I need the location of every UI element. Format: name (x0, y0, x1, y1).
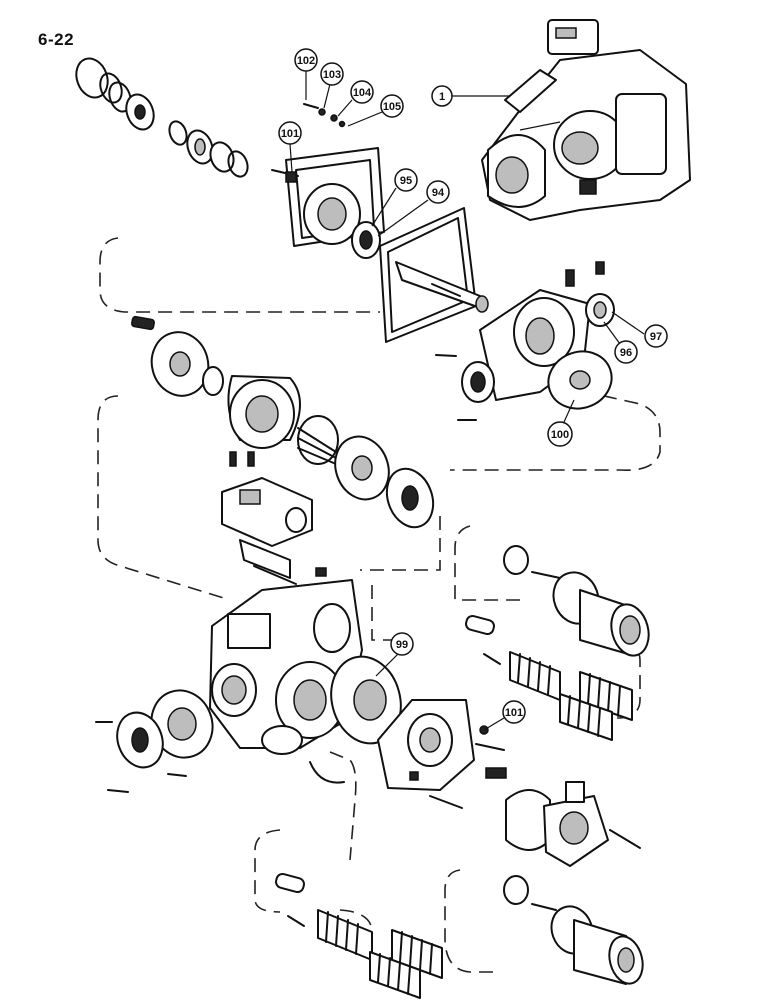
page-number-label: 6-22 (38, 30, 75, 49)
swashplate-housing (435, 261, 615, 421)
callout-104-label: 104 (353, 87, 372, 99)
callout-100-label: 100 (551, 429, 569, 441)
cover-plate-group (271, 103, 385, 259)
callout-105-label: 105 (383, 101, 401, 113)
callout-105: 105 (347, 94, 404, 127)
callout-103-label: 103 (323, 69, 341, 81)
callout-97-label: 97 (650, 331, 662, 343)
control-valve-block (221, 451, 327, 585)
callout-101-top: 101 (278, 121, 302, 173)
callout-99: 99 (375, 632, 414, 677)
pump-assembly (481, 19, 691, 221)
servo-piston-upper (503, 545, 650, 657)
relief-valve-assembly (485, 767, 641, 867)
spring-set-upper (465, 614, 633, 741)
callout-96-label: 96 (620, 347, 632, 359)
callout-103: 103 (320, 62, 344, 109)
rotating-group (131, 315, 435, 529)
servo-piston-lower (503, 875, 644, 985)
end-flange (95, 689, 345, 793)
callout-99-label: 99 (396, 639, 408, 651)
callout-97: 97 (611, 311, 668, 348)
callout-102-label: 102 (297, 55, 315, 67)
charge-pump-body (377, 699, 505, 809)
callout-101-right-label: 101 (505, 707, 523, 719)
callout-101-right: 101 (483, 700, 526, 731)
callout-94: 94 (377, 180, 450, 237)
callout-96: 96 (603, 321, 638, 364)
spring-set-lower (275, 872, 443, 999)
callout-102: 102 (294, 48, 318, 100)
callout-1: 1 (431, 85, 510, 107)
main-housing (209, 579, 363, 755)
seal-plate (330, 655, 402, 745)
callout-1-label: 1 (439, 91, 445, 103)
callout-94-label: 94 (432, 187, 445, 199)
callout-95-label: 95 (400, 175, 412, 187)
callout-100: 100 (547, 399, 575, 447)
gasket-and-shaft (379, 207, 489, 343)
seal-ring-set (75, 57, 249, 178)
callout-101-top-label: 101 (281, 128, 299, 140)
callout-104: 104 (337, 80, 374, 117)
callout-95: 95 (371, 168, 418, 227)
